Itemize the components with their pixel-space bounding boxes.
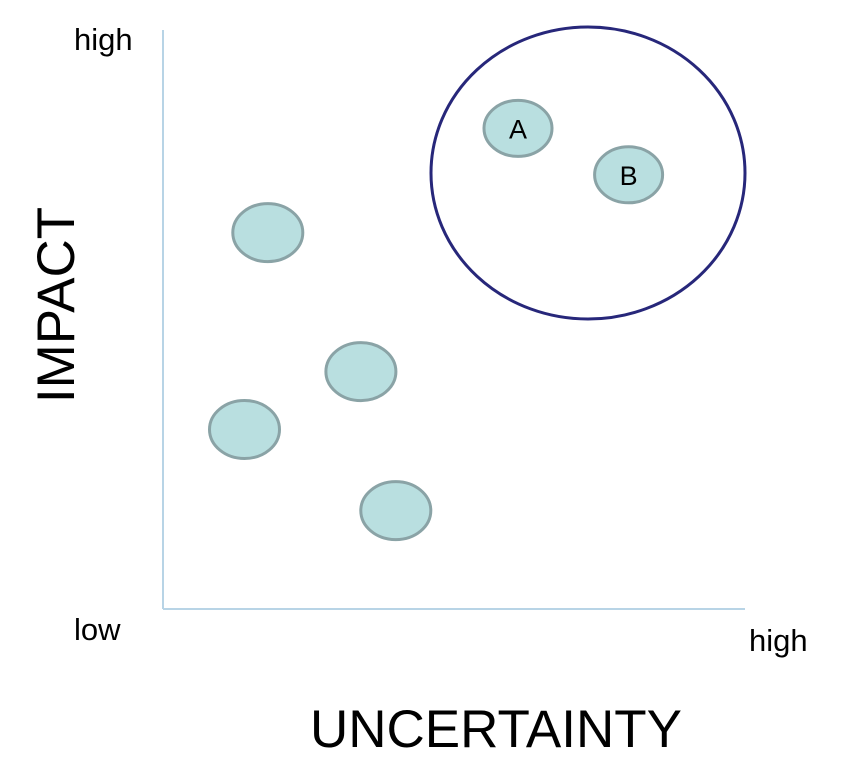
bubble-label-b: B (620, 161, 638, 191)
bubble-4 (324, 341, 398, 403)
origin-low-label: low (74, 612, 121, 647)
x-axis-title: UNCERTAINTY (310, 700, 682, 759)
bubble-group: AB (208, 98, 665, 542)
y-axis-high-label: high (74, 22, 133, 57)
bubble-label-a: A (509, 114, 527, 144)
y-axis-title: IMPACT (27, 207, 86, 403)
bubble-b (593, 145, 665, 205)
bubble-6 (359, 480, 433, 542)
bubble-5 (208, 399, 281, 460)
x-axis-high-label: high (749, 623, 808, 658)
highlight-circle (429, 25, 747, 321)
bubble-a (482, 98, 554, 158)
bubble-3 (231, 202, 305, 264)
